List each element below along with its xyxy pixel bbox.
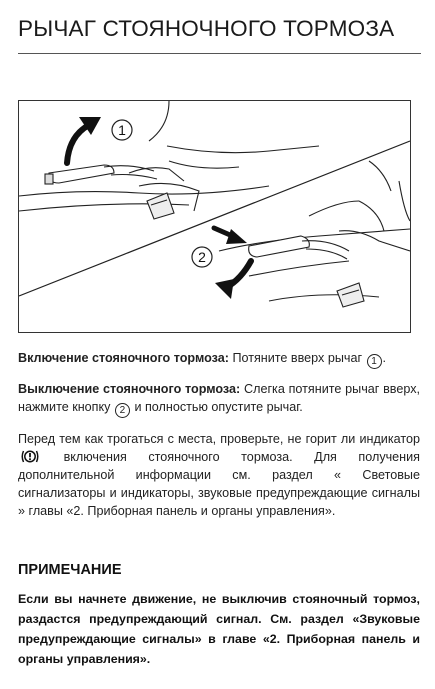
callout-2-inline: 2 [114, 403, 130, 418]
panel-divider-line [19, 140, 410, 297]
release-text-a: Слегка потяните рычаг вверх, нажмите кно… [18, 382, 421, 414]
callout-1-circle [111, 119, 133, 141]
page-title: РЫЧАГ СТОЯНОЧНОГО ТОРМОЗА [18, 16, 395, 41]
release-text-b: и полностью опустите рычаг. [134, 400, 303, 414]
callout-1-inline: 1 [366, 354, 382, 369]
lower-scene [218, 160, 410, 308]
engage-label: Включение стояночного тормоза: [18, 351, 229, 365]
release-instruction: Выключение стояночного тормоза: Слегка п… [18, 380, 420, 418]
upper-scene [19, 101, 320, 220]
release-label: Выключение стояночного тормоза: [18, 382, 241, 396]
title-divider [18, 53, 421, 54]
parking-brake-illustration: 1 2 [18, 100, 411, 333]
callout-1-label: 1 [118, 122, 126, 138]
check-text-a: Перед тем как трогаться с места, проверь… [18, 432, 420, 446]
callout-2-circle [191, 246, 213, 268]
engage-instruction: Включение стояночного тормоза: Потяните … [18, 349, 420, 369]
callout-2-label: 2 [198, 249, 206, 265]
engage-end: . [382, 351, 387, 365]
check-text-b: включения стояночного тормоза. Для получ… [18, 450, 420, 518]
indicator-check-paragraph: Перед тем как трогаться с места, проверь… [18, 430, 420, 520]
engage-text: Потяните вверх рычаг [232, 351, 363, 365]
note-text: Если вы начнете движение, не выключив ст… [18, 592, 420, 666]
parking-brake-warning-icon [20, 448, 40, 465]
note-heading: ПРИМЕЧАНИЕ [18, 562, 122, 578]
